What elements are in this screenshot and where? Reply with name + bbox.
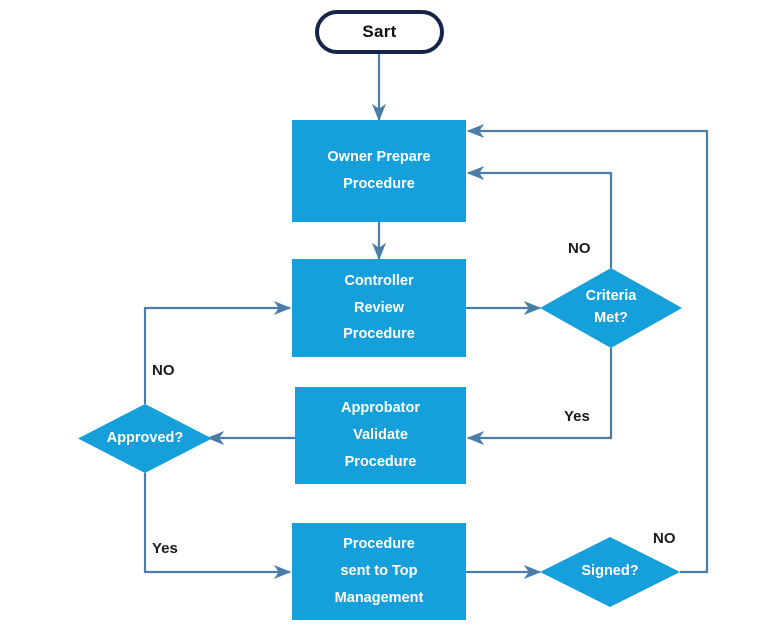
node-start-label: Sart xyxy=(362,22,397,41)
node-controller-review-line1: Controller xyxy=(344,272,414,289)
node-signed-label: Signed? xyxy=(581,563,639,580)
node-procedure-sent-line2: sent to Top xyxy=(340,563,418,580)
node-criteria-met-text: Criteria Met? xyxy=(563,286,660,330)
node-start[interactable]: Sart xyxy=(315,10,444,54)
node-approbator-validate-line1: Approbator xyxy=(341,400,420,417)
node-owner-prepare-line2: Procedure xyxy=(343,176,415,192)
node-controller-review-line3: Procedure xyxy=(343,326,415,343)
node-procedure-sent-line1: Procedure xyxy=(343,536,415,553)
node-approved-label: Approved? xyxy=(106,429,184,446)
diamond-shape-approved xyxy=(78,404,212,473)
node-controller-review-procedure[interactable]: Controller Review Procedure xyxy=(292,259,466,357)
node-owner-prepare-text: Owner Prepare Procedure xyxy=(327,144,430,198)
node-approbator-validate-text: Approbator Validate Procedure xyxy=(341,395,420,475)
edge-label-signed-no: NO xyxy=(653,530,676,547)
node-owner-prepare-procedure[interactable]: Owner Prepare Procedure xyxy=(292,120,466,222)
node-controller-review-line2: Review xyxy=(354,299,404,316)
node-approbator-validate-line2: Validate xyxy=(353,427,408,444)
node-procedure-sent-top-management[interactable]: Procedure sent to Top Management xyxy=(292,523,466,620)
diamond-shape-signed xyxy=(540,537,680,607)
diamond-shape-criteria xyxy=(540,268,682,348)
node-criteria-met-line2: Met? xyxy=(594,310,628,326)
edge-label-approved-yes: Yes xyxy=(152,540,178,557)
edge-label-approved-no: NO xyxy=(152,362,175,379)
node-criteria-met-line1: Criteria xyxy=(585,288,637,305)
node-controller-review-text: Controller Review Procedure xyxy=(343,268,415,348)
node-owner-prepare-line1: Owner Prepare xyxy=(327,149,431,166)
node-approbator-validate-procedure[interactable]: Approbator Validate Procedure xyxy=(295,387,466,484)
node-signed-decision[interactable]: Signed? xyxy=(540,537,680,607)
node-approbator-validate-line3: Procedure xyxy=(344,453,417,470)
edge-label-criteria-yes: Yes xyxy=(564,408,590,425)
edge-approved-no-to-controller xyxy=(143,300,292,404)
node-procedure-sent-text: Procedure sent to Top Management xyxy=(335,531,424,611)
node-approved-decision[interactable]: Approved? xyxy=(78,404,212,473)
edge-label-criteria-no: NO xyxy=(568,240,591,257)
edge-signed-no-to-owner xyxy=(466,123,709,574)
edge-approved-yes-to-procedure xyxy=(143,473,292,580)
node-procedure-sent-line3: Management xyxy=(334,589,424,606)
node-criteria-met-decision[interactable]: Criteria Met? xyxy=(540,268,682,348)
